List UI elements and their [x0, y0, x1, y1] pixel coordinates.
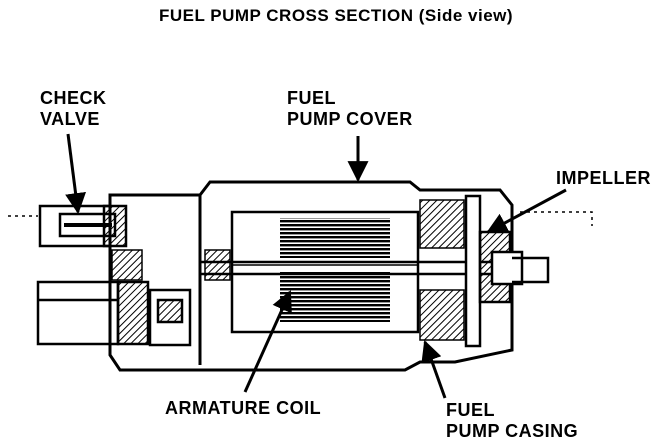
- pump-housing: [108, 180, 514, 372]
- arrow-fuel-pump-casing: [421, 340, 447, 399]
- diagram-title: FUEL PUMP CROSS SECTION (Side view): [158, 6, 514, 25]
- impeller-assembly: [464, 194, 550, 348]
- label-fuel-pump-cover: FUEL PUMP COVER: [287, 88, 413, 129]
- label-armature-coil: ARMATURE COIL: [165, 398, 322, 418]
- armature-rotor: [230, 210, 420, 334]
- pump-shaft: [200, 260, 500, 276]
- arrow-check-valve: [65, 133, 87, 215]
- label-check-valve-line1: CHECK: [40, 88, 107, 108]
- label-fuel-pump-casing-line1: FUEL: [446, 400, 495, 420]
- label-fuel-pump-cover-line2: PUMP COVER: [287, 108, 413, 129]
- check-valve-fitting: [8, 204, 128, 248]
- label-fuel-pump-casing: FUEL PUMP CASING: [446, 400, 578, 441]
- arrow-impeller: [486, 188, 567, 234]
- arrow-armature-coil: [243, 290, 292, 393]
- leader-arrows: [65, 133, 567, 399]
- terminal-block: [36, 280, 192, 347]
- label-fuel-pump-cover-line1: FUEL: [287, 88, 336, 108]
- outlet-dashed: [520, 211, 593, 226]
- label-fuel-pump-casing-line2: PUMP CASING: [446, 420, 579, 441]
- label-impeller: IMPELLER: [556, 168, 652, 188]
- label-check-valve-line2: VALVE: [40, 108, 100, 129]
- label-check-valve: CHECK VALVE: [40, 88, 107, 129]
